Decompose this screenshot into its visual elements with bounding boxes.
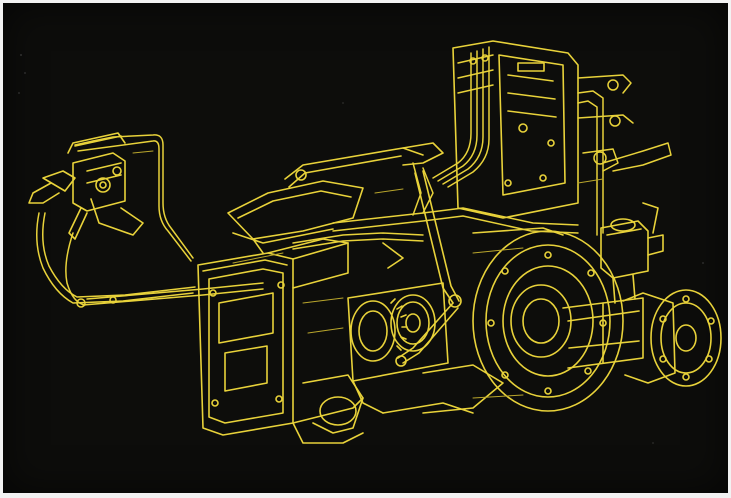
hydraulic-pipes-left bbox=[36, 134, 264, 308]
exposed-gears bbox=[347, 282, 449, 414]
lift-linkage bbox=[382, 170, 462, 367]
engineering-illustration bbox=[3, 3, 728, 493]
remote-control-valve bbox=[28, 132, 144, 240]
vertical-hydraulic-lines bbox=[432, 46, 494, 188]
transmission-line-drawing bbox=[18, 40, 722, 444]
hydraulic-pump bbox=[600, 202, 664, 304]
central-pipe-run bbox=[292, 162, 579, 250]
right-side-lines bbox=[577, 74, 672, 236]
axle-assembly bbox=[562, 289, 722, 387]
film-specks bbox=[18, 54, 704, 444]
lift-cover bbox=[227, 142, 444, 254]
gearbox-housing bbox=[197, 238, 364, 436]
valve-block-top bbox=[452, 40, 579, 219]
secondary-detail-lines bbox=[132, 150, 604, 399]
lower-housing bbox=[292, 364, 504, 444]
brake-drum-housing bbox=[472, 227, 624, 412]
